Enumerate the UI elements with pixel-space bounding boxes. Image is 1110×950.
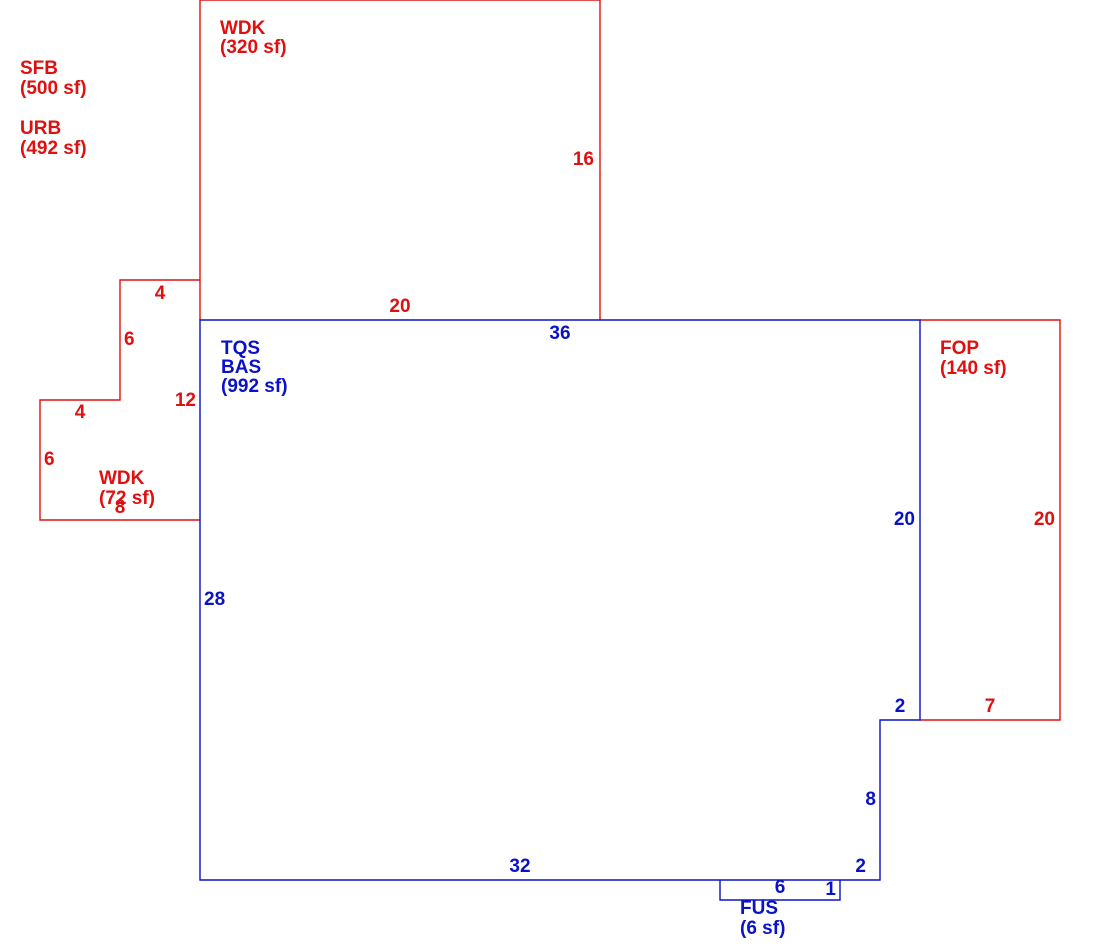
dim-wdk-left-top: 4 xyxy=(155,283,166,304)
legend-urb-area: (492 sf) xyxy=(20,138,87,159)
fop-code: FOP xyxy=(940,338,979,359)
legend-sfb-code: SFB xyxy=(20,58,58,79)
bas-code-tqs: TQS xyxy=(221,338,260,359)
fus-outline xyxy=(719,880,841,901)
bas-area: (992 sf) xyxy=(221,376,288,397)
dim-bas-left: 28 xyxy=(204,589,225,610)
bas-outline xyxy=(199,319,921,881)
dim-wdk-left-bottom: 8 xyxy=(115,497,126,518)
dim-bas-bottom: 32 xyxy=(509,856,530,877)
dim-wdk-top-bottom: 20 xyxy=(389,296,410,317)
dim-bas-notch-side: 8 xyxy=(865,789,876,810)
legend-urb-code: URB xyxy=(20,118,61,139)
dim-wdk-left-mid: 4 xyxy=(75,402,86,423)
fop-area: (140 sf) xyxy=(940,358,1007,379)
dim-bas-top: 36 xyxy=(549,323,570,344)
dim-fop-right: 20 xyxy=(1034,509,1055,530)
wdk-left-area: (72 sf) xyxy=(99,488,155,509)
dim-wdk-left-upper-side: 6 xyxy=(124,329,135,350)
dim-bas-right: 20 xyxy=(894,509,915,530)
dim-bas-notch-bottom: 2 xyxy=(855,856,866,877)
fop-outline xyxy=(920,319,1061,721)
wdk-top-code: WDK xyxy=(220,18,266,39)
fus-area: (6 sf) xyxy=(740,918,785,939)
dim-wdk-left-right: 12 xyxy=(175,390,196,411)
dim-bas-notch-top: 2 xyxy=(895,696,906,717)
wdk-left-outline xyxy=(39,279,200,521)
dim-wdk-left-lower-side: 6 xyxy=(44,449,55,470)
dim-wdk-top-right: 16 xyxy=(573,149,594,170)
fus-code: FUS xyxy=(740,898,778,919)
dim-fus-side: 1 xyxy=(825,879,836,900)
bas-code-bas: BAS xyxy=(221,357,261,378)
wdk-top-outline xyxy=(199,0,601,320)
wdk-top-area: (320 sf) xyxy=(220,37,287,58)
dim-fop-bottom: 7 xyxy=(985,696,996,717)
dim-fus-top: 6 xyxy=(775,877,786,898)
legend-sfb-area: (500 sf) xyxy=(20,78,87,99)
wdk-left-code: WDK xyxy=(99,468,145,489)
